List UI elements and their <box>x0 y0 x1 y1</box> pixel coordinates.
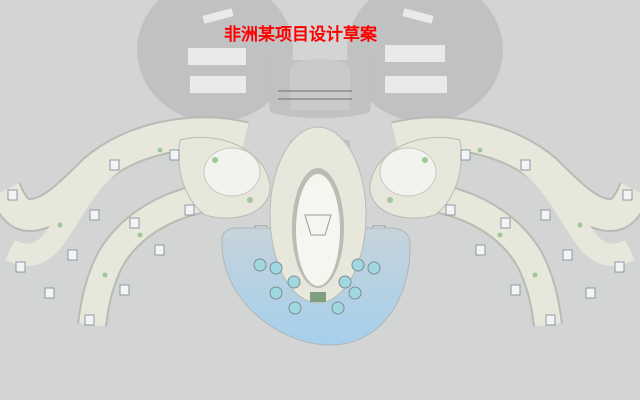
main-building <box>137 0 503 122</box>
plunge-pools <box>253 258 381 315</box>
central-resort <box>269 126 367 304</box>
plan-title: 非洲某项目设计草案 <box>224 25 377 45</box>
parking-stalls <box>188 8 447 93</box>
